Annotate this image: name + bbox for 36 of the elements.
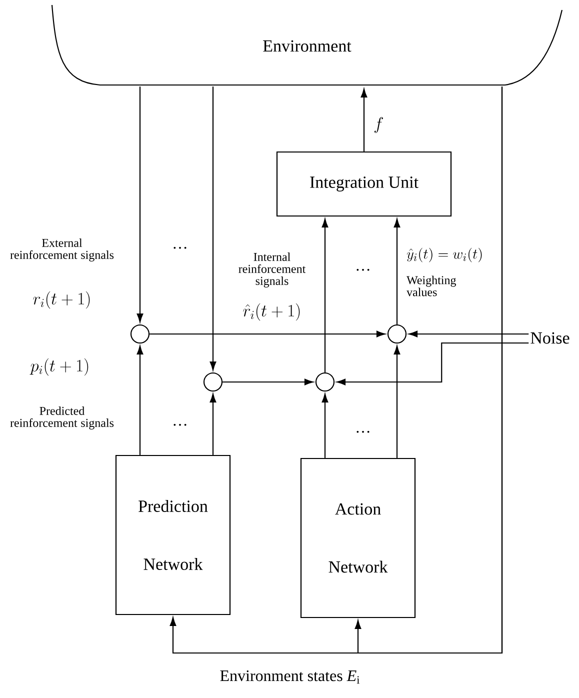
annotation-text: Internal reinforcement signals — [238, 252, 306, 288]
formula-label: $\hat{r}_{i}(t+1)$ — [243, 303, 300, 321]
summing-circle — [130, 324, 150, 344]
arrow — [408, 330, 529, 338]
ellipsis-dots: ··· — [356, 268, 370, 271]
arrow — [210, 394, 216, 455]
arrow — [322, 394, 328, 458]
formula-label: $\hat{y}_{i}(t) = w_{i}(t)$ — [406, 248, 482, 262]
ellipsis-dots: ··· — [174, 424, 186, 426]
summing-circle — [315, 372, 335, 392]
arrow — [210, 86, 216, 370]
formula-label: $r_{i}(t+1)$ — [33, 291, 90, 309]
arrow — [336, 342, 529, 386]
caption-text: Environment states E$_{i}$ — [220, 670, 360, 684]
edge-label: $f$ — [372, 116, 385, 134]
arrow — [322, 218, 328, 372]
process-box: Action Network — [300, 458, 416, 618]
arrow — [394, 346, 400, 458]
noise-label: Noise — [530, 332, 570, 344]
arrow — [394, 218, 400, 324]
annotation-text: External reinforcement signals — [10, 238, 114, 262]
arrow — [360, 88, 368, 152]
arrow — [136, 346, 144, 455]
annotation-text: Weighting values — [406, 276, 456, 296]
arrow — [222, 378, 314, 386]
formula-label: $p_{i}(t+1)$ — [30, 358, 88, 376]
ellipsis-dots: ··· — [174, 246, 186, 249]
arrow — [354, 86, 503, 654]
process-box: Integration Unit — [276, 151, 452, 217]
annotation-text: Predicted reinforcement signals — [10, 406, 114, 430]
arrow — [150, 330, 386, 338]
ellipsis-dots: ··· — [356, 430, 370, 433]
process-box: Prediction Network — [115, 454, 231, 616]
summing-circle — [203, 372, 223, 392]
summing-circle — [387, 324, 407, 344]
arrow — [136, 86, 144, 322]
